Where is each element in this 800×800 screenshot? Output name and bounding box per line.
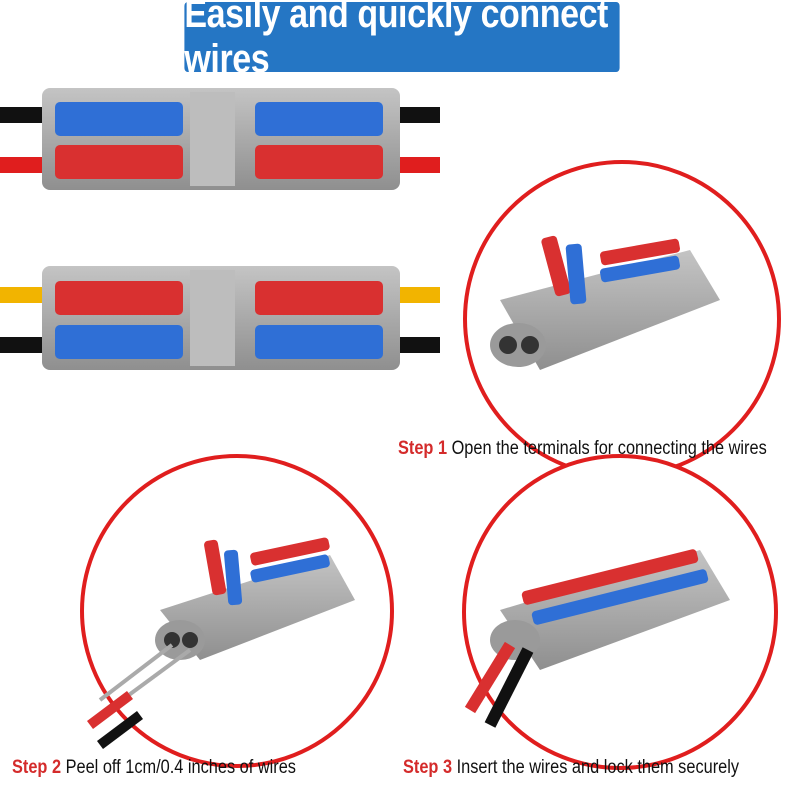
- connector-top: [0, 88, 440, 190]
- step-3-caption: Step 3 Insert the wires and lock them se…: [403, 757, 739, 779]
- step-1-text: Open the terminals for connecting the wi…: [451, 438, 767, 459]
- title-banner: Easily and quickly connect wires: [184, 0, 620, 81]
- step-2-text: Peel off 1cm/0.4 inches of wires: [65, 757, 296, 778]
- step-3-text: Insert the wires and lock them securely: [456, 757, 740, 778]
- step3-circle: [462, 454, 778, 770]
- step-2-caption: Step 2 Peel off 1cm/0.4 inches of wires: [12, 757, 296, 779]
- step-1-caption: Step 1 Open the terminals for connecting…: [398, 438, 767, 460]
- step1-circle: [463, 160, 781, 478]
- step-2-label: Step 2: [12, 757, 62, 778]
- step2-circle: [80, 454, 394, 768]
- connector-bottom: [0, 266, 440, 370]
- step-3-label: Step 3: [403, 757, 453, 778]
- step-1-label: Step 1: [398, 438, 448, 459]
